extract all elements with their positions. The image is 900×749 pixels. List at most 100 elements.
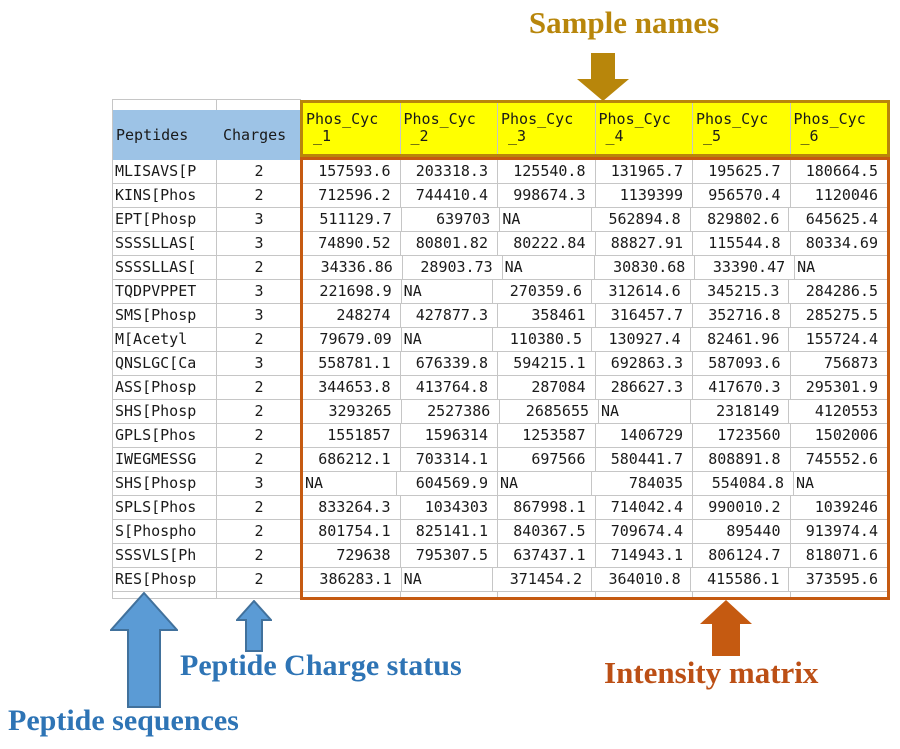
sample-column-header[interactable]: Phos_Cyc_3 bbox=[498, 103, 596, 154]
intensity-cell[interactable]: 1551857 bbox=[303, 424, 401, 447]
intensity-cell[interactable]: 714943.1 bbox=[596, 544, 693, 567]
intensity-cell[interactable]: 270359.6 bbox=[493, 280, 593, 303]
intensity-cell[interactable]: 316457.7 bbox=[596, 304, 693, 327]
intensity-cell[interactable]: 867998.1 bbox=[498, 496, 596, 519]
charge-cell[interactable]: 3 bbox=[254, 306, 264, 324]
intensity-cell[interactable]: 808891.8 bbox=[693, 448, 791, 471]
charge-cell[interactable]: 3 bbox=[254, 474, 264, 492]
intensity-cell[interactable]: 1120046 bbox=[814, 186, 878, 204]
intensity-cell[interactable]: 729638 bbox=[303, 544, 401, 567]
charge-cell[interactable]: 3 bbox=[254, 282, 264, 300]
intensity-cell[interactable]: 130927.4 bbox=[592, 328, 691, 351]
sample-column-header[interactable]: Phos_Cyc_5 bbox=[693, 103, 791, 154]
intensity-cell[interactable]: 998674.3 bbox=[498, 184, 596, 207]
intensity-cell[interactable]: 74890.52 bbox=[303, 232, 401, 255]
intensity-cell[interactable]: 604569.9 bbox=[397, 472, 498, 495]
intensity-cell[interactable]: 990010.2 bbox=[693, 496, 791, 519]
intensity-cell[interactable]: 80334.69 bbox=[805, 234, 878, 252]
intensity-cell[interactable]: 594215.1 bbox=[498, 352, 596, 375]
charge-cell[interactable]: 2 bbox=[254, 570, 264, 588]
intensity-cell[interactable]: 895440 bbox=[693, 520, 791, 543]
peptide-cell[interactable]: SSSVLS[Ph bbox=[113, 544, 217, 567]
intensity-cell[interactable]: 801754.1 bbox=[303, 520, 401, 543]
intensity-cell[interactable]: 285275.5 bbox=[805, 306, 878, 324]
intensity-cell[interactable]: 913974.4 bbox=[805, 522, 878, 540]
charge-cell[interactable]: 2 bbox=[254, 522, 264, 540]
peptides-column-header[interactable]: Peptides bbox=[116, 126, 189, 144]
intensity-cell[interactable]: 427877.3 bbox=[401, 304, 498, 327]
charge-cell[interactable]: 3 bbox=[254, 234, 264, 252]
peptide-cell[interactable]: EPT[Phosp bbox=[113, 208, 217, 231]
sample-column-header[interactable]: Phos_Cyc_1 bbox=[303, 103, 401, 154]
intensity-cell[interactable]: 79679.09 bbox=[303, 328, 402, 351]
intensity-cell[interactable]: 287084 bbox=[498, 376, 596, 399]
intensity-cell[interactable]: 286627.3 bbox=[596, 376, 693, 399]
charge-cell[interactable]: 2 bbox=[254, 498, 264, 516]
intensity-cell[interactable]: 676339.8 bbox=[401, 352, 498, 375]
charge-cell[interactable]: 2 bbox=[254, 450, 264, 468]
intensity-cell[interactable]: 364010.8 bbox=[592, 568, 691, 591]
intensity-cell[interactable]: 180664.5 bbox=[805, 162, 878, 180]
intensity-cell[interactable]: 248274 bbox=[303, 304, 401, 327]
intensity-cell[interactable]: 1034303 bbox=[401, 496, 498, 519]
intensity-cell[interactable]: NA bbox=[402, 568, 494, 591]
intensity-cell[interactable]: NA bbox=[599, 400, 691, 423]
intensity-cell[interactable]: NA bbox=[796, 474, 815, 492]
intensity-cell[interactable]: 195625.7 bbox=[693, 160, 791, 183]
intensity-cell[interactable]: 295301.9 bbox=[805, 378, 878, 396]
intensity-cell[interactable]: 4120553 bbox=[814, 402, 879, 420]
peptide-cell[interactable]: TQDPVPPET bbox=[113, 280, 217, 303]
intensity-cell[interactable]: 639703 bbox=[402, 208, 501, 231]
peptide-cell[interactable]: QNSLGC[Ca bbox=[113, 352, 217, 375]
intensity-cell[interactable]: 415586.1 bbox=[691, 568, 790, 591]
charge-cell[interactable]: 2 bbox=[254, 402, 264, 420]
peptide-cell[interactable]: SHS[Phosp bbox=[113, 400, 217, 423]
intensity-cell[interactable]: 709674.4 bbox=[596, 520, 693, 543]
peptide-cell[interactable]: SSSSLLAS[ bbox=[113, 256, 217, 279]
charge-cell[interactable]: 2 bbox=[254, 162, 264, 180]
intensity-cell[interactable]: 34336.86 bbox=[303, 256, 403, 279]
intensity-cell[interactable]: 554084.8 bbox=[693, 472, 794, 495]
intensity-cell[interactable]: 80222.84 bbox=[498, 232, 596, 255]
intensity-cell[interactable]: 833264.3 bbox=[303, 496, 401, 519]
peptide-cell[interactable]: RES[Phosp bbox=[113, 568, 217, 591]
charge-cell[interactable]: 2 bbox=[254, 330, 264, 348]
intensity-cell[interactable]: 806124.7 bbox=[693, 544, 791, 567]
intensity-cell[interactable]: 829802.6 bbox=[691, 208, 790, 231]
peptide-cell[interactable]: M[Acetyl bbox=[113, 328, 217, 351]
peptide-cell[interactable]: SPLS[Phos bbox=[113, 496, 217, 519]
intensity-cell[interactable]: 110380.5 bbox=[493, 328, 593, 351]
intensity-cell[interactable]: 645625.4 bbox=[805, 210, 879, 228]
intensity-cell[interactable]: 1406729 bbox=[596, 424, 693, 447]
charges-column-header[interactable]: Charges bbox=[223, 126, 287, 144]
peptide-cell[interactable]: ASS[Phosp bbox=[113, 376, 217, 399]
intensity-cell[interactable]: 373595.6 bbox=[805, 570, 879, 588]
intensity-cell[interactable]: 155724.4 bbox=[805, 330, 879, 348]
intensity-cell[interactable]: 587093.6 bbox=[693, 352, 791, 375]
intensity-cell[interactable]: 80801.82 bbox=[401, 232, 498, 255]
charge-cell[interactable]: 2 bbox=[254, 426, 264, 444]
intensity-cell[interactable]: 745552.6 bbox=[805, 450, 878, 468]
intensity-cell[interactable]: 818071.6 bbox=[805, 546, 878, 564]
intensity-cell[interactable]: 1139399 bbox=[596, 184, 693, 207]
intensity-cell[interactable]: 840367.5 bbox=[498, 520, 596, 543]
intensity-cell[interactable]: 345215.3 bbox=[691, 280, 790, 303]
sample-column-header[interactable]: Phos_Cyc_2 bbox=[401, 103, 498, 154]
intensity-cell[interactable]: 28903.73 bbox=[403, 256, 503, 279]
intensity-cell[interactable]: 825141.1 bbox=[401, 520, 498, 543]
intensity-cell[interactable]: NA bbox=[402, 280, 494, 303]
intensity-cell[interactable]: NA bbox=[303, 472, 397, 495]
intensity-cell[interactable]: 558781.1 bbox=[303, 352, 401, 375]
intensity-cell[interactable]: 1039246 bbox=[814, 498, 878, 516]
intensity-cell[interactable]: 580441.7 bbox=[596, 448, 693, 471]
intensity-cell[interactable]: 221698.9 bbox=[303, 280, 402, 303]
intensity-cell[interactable]: 697566 bbox=[498, 448, 596, 471]
peptide-cell[interactable]: SMS[Phosp bbox=[113, 304, 217, 327]
intensity-cell[interactable]: 1596314 bbox=[401, 424, 498, 447]
intensity-cell[interactable]: 157593.6 bbox=[303, 160, 401, 183]
intensity-cell[interactable]: 88827.91 bbox=[596, 232, 693, 255]
sample-column-header[interactable]: Phos_Cyc_4 bbox=[596, 103, 693, 154]
peptide-cell[interactable]: IWEGMESSG bbox=[113, 448, 217, 471]
peptide-cell[interactable]: SHS[Phosp bbox=[113, 472, 217, 495]
intensity-cell[interactable]: NA bbox=[797, 258, 816, 276]
